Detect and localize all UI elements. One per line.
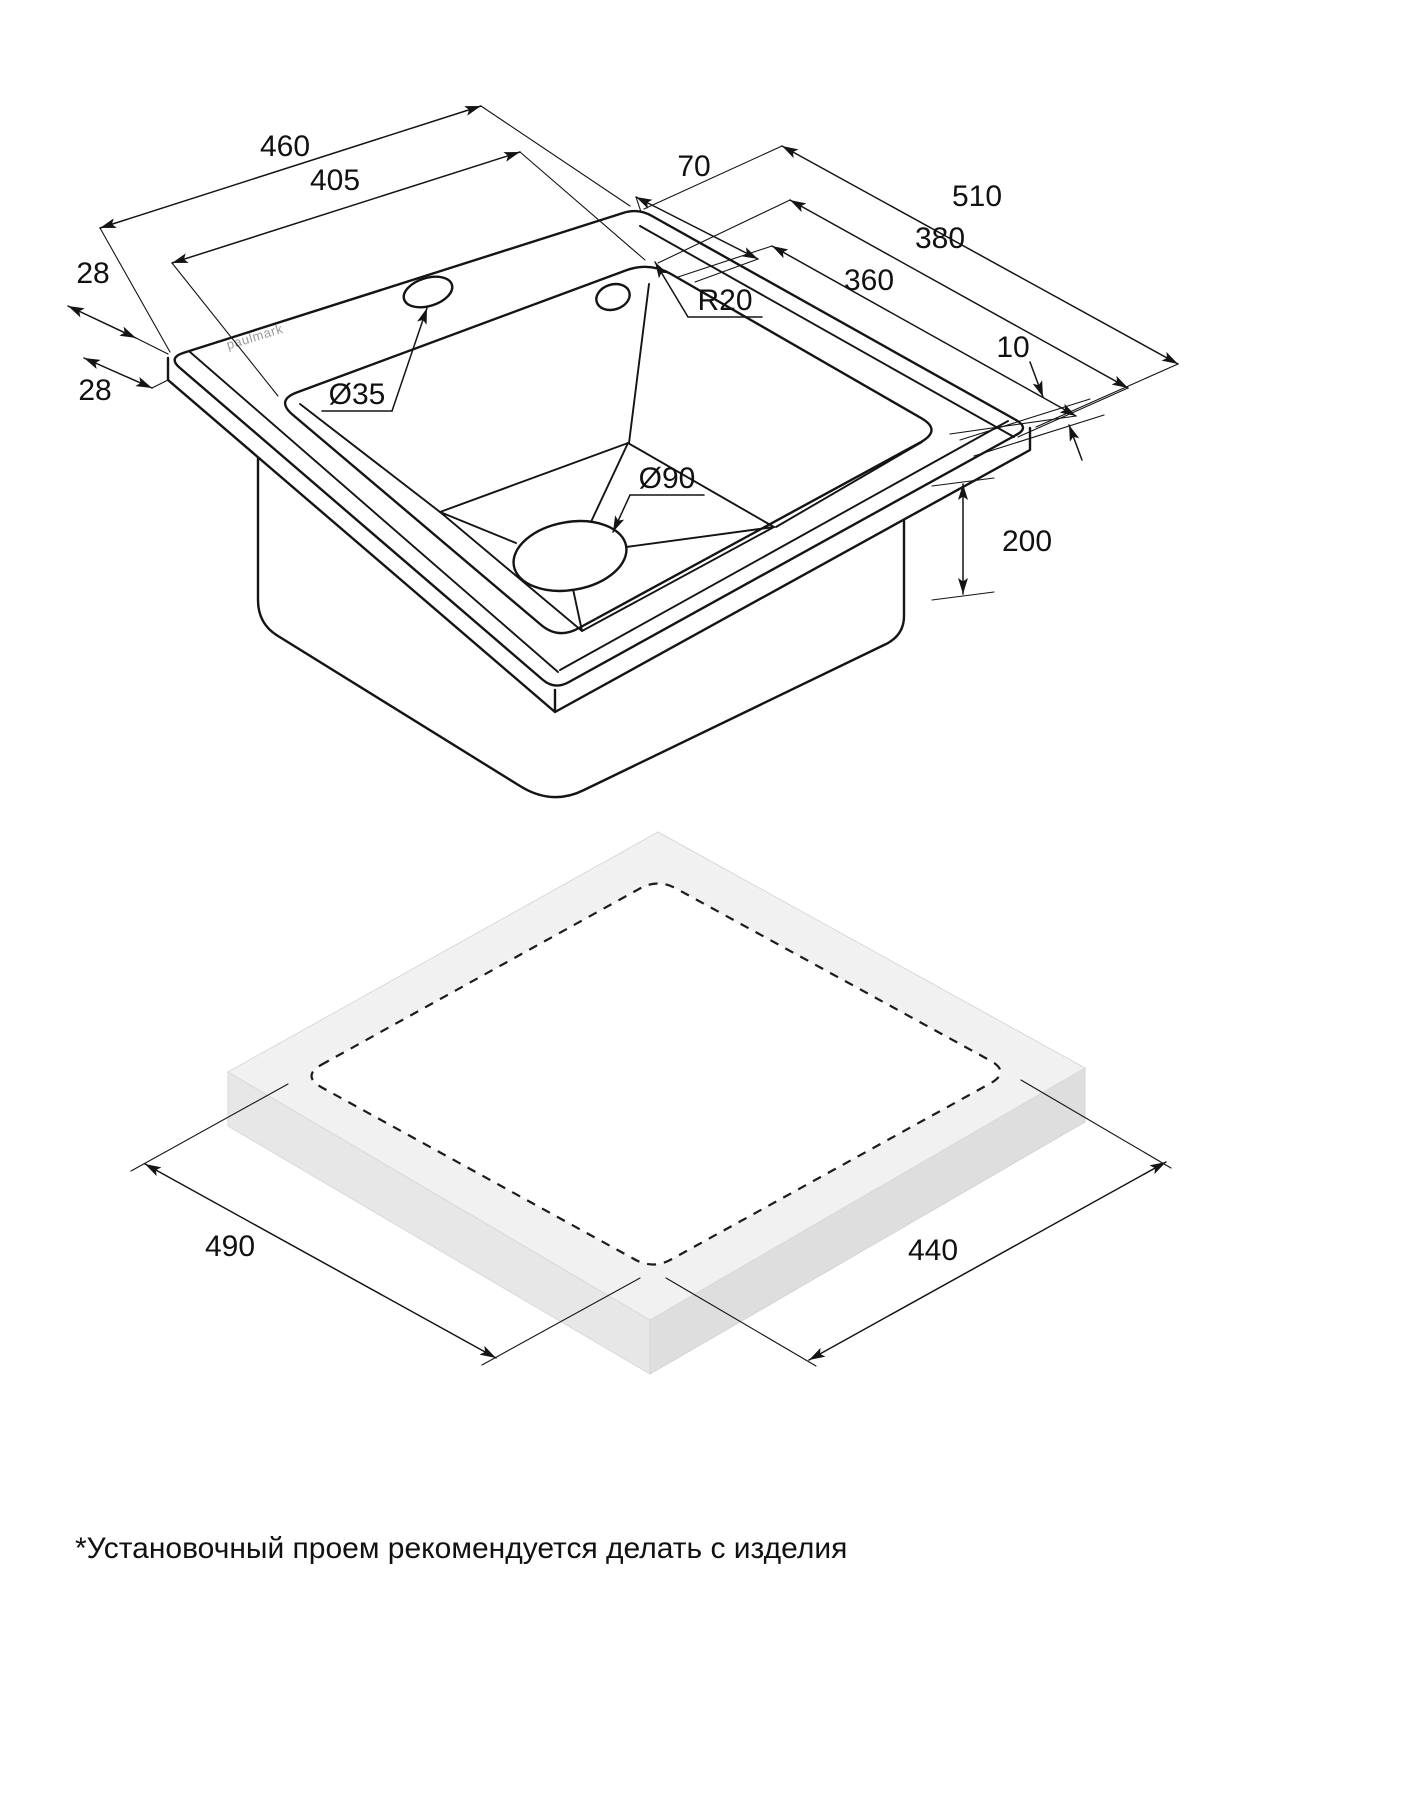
- dimension-arrow: [1068, 424, 1083, 461]
- drain-slope-line-left: [439, 511, 517, 544]
- dim-cutout-depth-label: 440: [908, 1234, 958, 1267]
- dim-tap-hole-label: Ø35: [329, 378, 386, 411]
- dim-bowl-width-label: 360: [844, 264, 894, 297]
- dimension-line: [144, 1163, 497, 1359]
- drain-slope-line-front: [572, 588, 583, 632]
- dim-rim-28-top: 28: [67, 257, 169, 355]
- dim-rim-b-label: 28: [78, 374, 111, 407]
- extension-line: [959, 398, 1091, 441]
- extension-line: [931, 477, 995, 487]
- dim-edge-step-10: 10: [959, 331, 1105, 461]
- leader-line: [391, 307, 428, 412]
- extension-line: [151, 379, 169, 389]
- extension-line: [657, 199, 791, 264]
- dim-height-200: 200: [931, 477, 1052, 601]
- dim-rim-a-label: 28: [76, 257, 109, 290]
- extension-line: [665, 1277, 817, 1367]
- extension-line: [931, 591, 995, 601]
- accessory-hole: [595, 282, 631, 312]
- leader-line: [612, 494, 631, 533]
- bowl-wall-edge-top: [628, 283, 650, 444]
- cutout-isometric-view: 490 440: [130, 831, 1172, 1375]
- extension-line: [171, 262, 279, 397]
- extension-line: [677, 245, 773, 278]
- dim-corner-radius-r20: R20: [654, 261, 763, 318]
- dim-outer-width-label: 460: [260, 130, 310, 163]
- dim-corner-radius-label: R20: [697, 284, 752, 317]
- extension-line: [643, 145, 783, 210]
- extension-line: [973, 414, 1105, 457]
- drain-slope-line-right: [625, 526, 775, 548]
- footnote: *Установочный проем рекомендуется делать…: [75, 1532, 847, 1565]
- extension-line: [481, 1277, 641, 1366]
- dim-deck-offset-70: 70: [635, 150, 759, 283]
- dimension-line: [99, 105, 482, 229]
- dim-drain-label: Ø90: [639, 462, 696, 495]
- dim-bowl-width-360: 360: [677, 245, 1077, 435]
- dim-deck-offset-label: 70: [677, 150, 710, 183]
- extension-line: [135, 337, 169, 355]
- rim-step-line-front-left: [189, 351, 559, 673]
- dimension-line: [83, 357, 153, 389]
- dimension-arrow: [1029, 361, 1044, 398]
- extension-line: [1017, 387, 1129, 438]
- extension-line: [480, 105, 631, 207]
- sink-isometric-view: paulmark 460 405 70 510: [67, 105, 1179, 799]
- dim-drain-d90: Ø90: [612, 462, 705, 533]
- dim-outer-depth-label: 510: [952, 180, 1002, 213]
- dim-height-label: 200: [1002, 525, 1052, 558]
- dim-cutout-width-490: 490: [130, 1083, 641, 1366]
- tap-hole: [402, 275, 454, 309]
- drain-slope-line-top: [589, 442, 629, 525]
- drain-hole: [512, 519, 628, 593]
- dim-inner-width-405: 405: [171, 151, 646, 397]
- dim-tap-hole-d35: Ø35: [321, 307, 428, 412]
- rim-side-faces: [168, 358, 1030, 712]
- dim-cutout-width-label: 490: [205, 1230, 255, 1263]
- dim-cutout-depth-440: 440: [665, 1079, 1172, 1367]
- extension-line: [519, 151, 646, 261]
- dim-inner-depth-label: 380: [915, 222, 965, 255]
- extension-line: [1020, 1079, 1172, 1169]
- extension-line: [1035, 363, 1179, 428]
- leader-line: [654, 261, 689, 318]
- extension-line: [130, 1083, 289, 1172]
- dim-edge-step-label: 10: [996, 331, 1029, 364]
- extension-line: [99, 227, 171, 353]
- rim-step-line-front-right: [559, 420, 1009, 671]
- dimension-line: [67, 305, 137, 339]
- dimension-line: [771, 245, 1077, 417]
- bowl-wall-edge-right: [775, 441, 923, 528]
- extension-line: [949, 415, 1077, 435]
- dim-inner-width-label: 405: [310, 164, 360, 197]
- dimension-line: [171, 151, 521, 264]
- extension-line: [694, 258, 759, 283]
- dimension-line: [635, 196, 759, 260]
- dimension-line: [808, 1161, 1167, 1361]
- dim-rim-28-bottom: 28: [78, 357, 169, 407]
- bowl-wall-edge-left: [299, 403, 441, 513]
- rim-side-edges: [166, 356, 1032, 714]
